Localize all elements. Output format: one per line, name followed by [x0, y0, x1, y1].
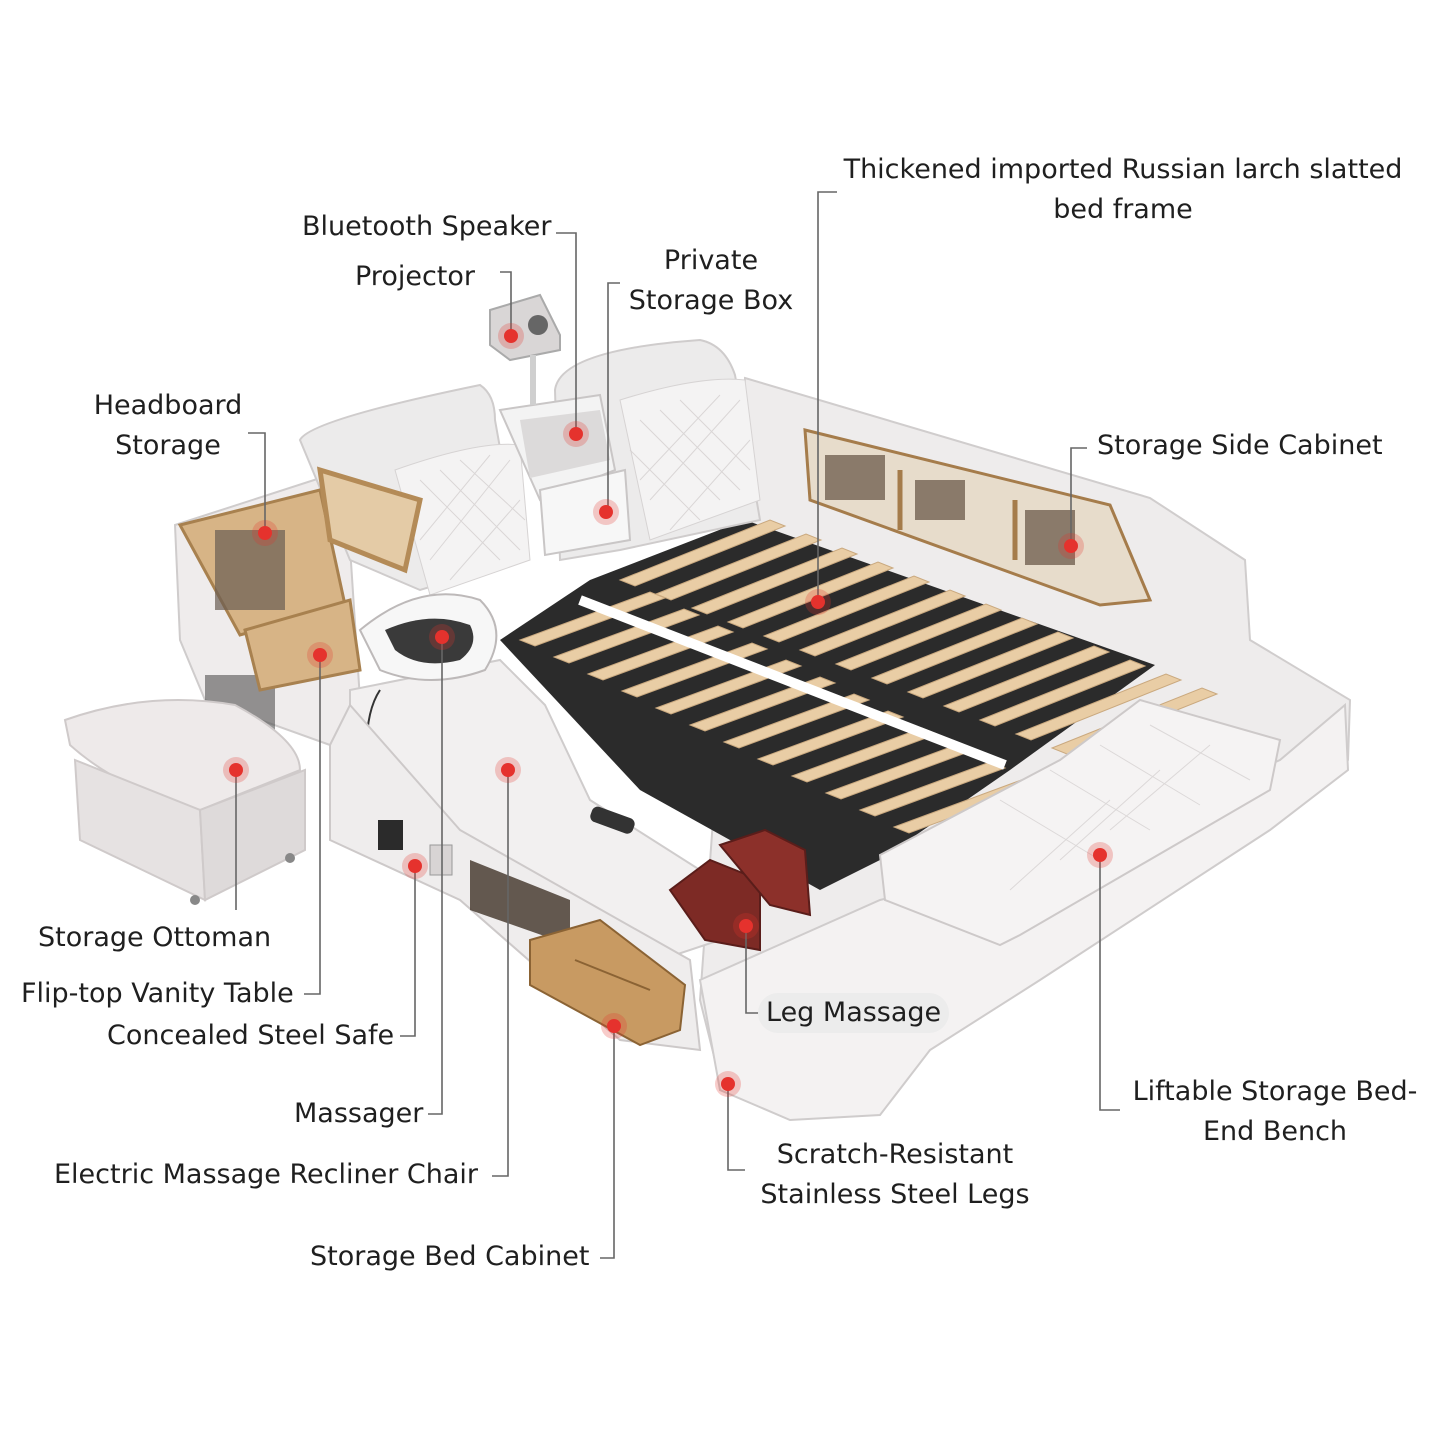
leader-recliner [492, 770, 509, 1177]
marker-bench [1093, 848, 1107, 862]
label-slatted-frame-line2: bed frame [1053, 194, 1193, 225]
slatted-bed-frame [500, 519, 1219, 890]
slat [978, 659, 1147, 727]
marker-private-box [599, 505, 613, 519]
leader-bed-cabinet [600, 1025, 615, 1259]
label-storage-bed-cabinet: Storage Bed Cabinet [310, 1241, 590, 1272]
leader-massager [428, 640, 443, 1115]
label-slatted-frame-line1: Thickened imported Russian larch slatted [843, 154, 1403, 185]
label-private-storage-box: Private Storage Box [626, 241, 796, 321]
leader-slatted [817, 191, 837, 600]
label-projector: Projector [355, 261, 475, 292]
slat [906, 631, 1075, 699]
side-shelf [803, 428, 1153, 607]
label-headboard-storage-line1: Headboard [93, 390, 243, 421]
slat [834, 603, 1003, 671]
left-front-base [329, 703, 702, 1052]
label-steel-legs-line1: Scratch-Resistant [776, 1139, 1014, 1170]
projector [489, 293, 561, 405]
label-steel-legs-line2: Stainless Steel Legs [760, 1179, 1030, 1210]
label-massager: Massager [294, 1098, 424, 1129]
marker-recliner [501, 763, 515, 777]
headboard-storage-unit [177, 466, 423, 692]
marker-vanity [313, 648, 327, 662]
leader-headboard [248, 432, 266, 530]
label-bed-end-bench-line1: Liftable Storage Bed- [1132, 1076, 1418, 1107]
slat [726, 561, 895, 629]
label-bed-end-bench: Liftable Storage Bed- End Bench [1125, 1072, 1425, 1152]
label-headboard-storage-line2: Storage [115, 430, 221, 461]
slat [858, 761, 1007, 817]
leader-side-cabinet [1070, 447, 1087, 545]
marker-safe [408, 859, 422, 873]
leader-private-box [607, 282, 620, 510]
slat [722, 693, 871, 749]
leader-legs [727, 1085, 745, 1171]
label-leg-massage: Leg Massage [758, 993, 950, 1033]
marker-side-cabinet [1064, 539, 1078, 553]
marker-massager [435, 630, 449, 644]
label-steel-legs: Scratch-Resistant Stainless Steel Legs [750, 1135, 1040, 1215]
marker-projector [504, 329, 518, 343]
marker-headboard [258, 526, 272, 540]
slat [688, 676, 837, 732]
slat [942, 645, 1111, 713]
label-concealed-safe: Concealed Steel Safe [107, 1020, 395, 1051]
marker-bed-cabinet [607, 1019, 621, 1033]
slat [756, 710, 905, 766]
marker-leg-massage [739, 919, 753, 933]
label-flip-top-vanity: Flip-top Vanity Table [21, 978, 294, 1009]
label-storage-ottoman: Storage Ottoman [38, 922, 272, 953]
slat [618, 519, 787, 587]
label-private-storage-box-line1: Private [663, 245, 759, 276]
label-bed-end-bench-line2: End Bench [1202, 1116, 1348, 1147]
slat [690, 547, 859, 615]
label-recliner-chair: Electric Massage Recliner Chair [54, 1159, 479, 1190]
leader-projector [500, 271, 512, 335]
bed-end-bench [878, 698, 1282, 947]
marker-legs [721, 1077, 735, 1091]
storage-ottoman [63, 699, 306, 905]
slat [870, 617, 1039, 685]
slat [762, 575, 931, 643]
slat [1014, 673, 1183, 741]
label-private-storage-box-line2: Storage Box [628, 285, 794, 316]
marker-bluetooth [569, 427, 583, 441]
label-bluetooth-speaker: Bluetooth Speaker [302, 211, 552, 242]
marker-ottoman [229, 763, 243, 777]
leader-vanity [304, 655, 321, 995]
marker-slatted [811, 595, 825, 609]
label-headboard-storage: Headboard Storage [88, 386, 248, 466]
leader-safe [400, 865, 416, 1037]
label-slatted-frame: Thickened imported Russian larch slatted… [838, 150, 1408, 230]
leader-bluetooth [556, 232, 577, 432]
leader-leg-massage [745, 925, 762, 1014]
leader-bench [1099, 855, 1120, 1111]
slat [798, 589, 967, 657]
label-storage-side-cabinet: Storage Side Cabinet [1097, 430, 1383, 461]
